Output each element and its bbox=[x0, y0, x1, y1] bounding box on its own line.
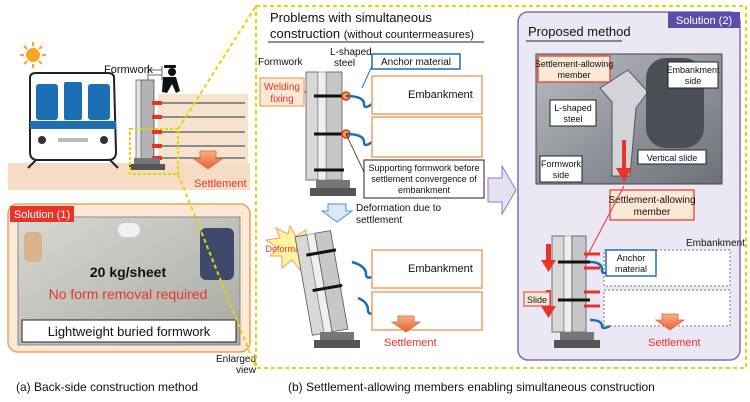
member-callout-line1: Settlement-allowing bbox=[608, 195, 695, 206]
solution1-badge bbox=[10, 206, 74, 222]
welding-label-line1: Welding bbox=[264, 82, 300, 93]
train-icon bbox=[27, 72, 119, 169]
left-scene: Settlement Formwork bbox=[8, 42, 250, 190]
caption-box bbox=[21, 319, 237, 343]
formwork-right bbox=[551, 235, 565, 333]
settlement-label-right: Settlement bbox=[648, 337, 701, 349]
settlement-label-mid: Settlement bbox=[384, 337, 437, 349]
down-arrow-icon bbox=[320, 203, 354, 223]
anchor-label: Anchor material bbox=[381, 57, 451, 68]
embankment-label-right: Embankment bbox=[686, 238, 745, 249]
foundation-lower bbox=[314, 340, 360, 348]
proposed-panel: Solution (2) Proposed method Settlement-… bbox=[517, 11, 745, 361]
embankment-upper bbox=[371, 75, 483, 115]
foundation-upper bbox=[310, 188, 356, 196]
l-steel-label-line2: steel bbox=[334, 58, 355, 69]
solution2-badge-label: Solution (2) bbox=[676, 15, 732, 27]
member-label-box bbox=[537, 55, 611, 83]
proposed-title: Proposed method bbox=[528, 24, 631, 39]
slide-box bbox=[523, 291, 551, 307]
steel-upper bbox=[325, 71, 343, 181]
formwork-side-line2: side bbox=[553, 170, 570, 180]
foundation-base bbox=[129, 164, 165, 170]
buried-formwork-caption: Lightweight buried formwork bbox=[48, 324, 211, 339]
worker-arm bbox=[200, 228, 234, 280]
vertical-slide-label: Vertical slide bbox=[647, 153, 698, 163]
zoom-connectors bbox=[177, 5, 747, 369]
supporting-note-line2: settlement convergence of bbox=[371, 174, 477, 184]
l-steel-shape bbox=[599, 69, 649, 177]
embankment-lower-lower bbox=[371, 291, 483, 331]
enlarged-region bbox=[129, 128, 179, 175]
l-steel-label-line1: L-shaped bbox=[330, 47, 372, 58]
caption-a: (a) Back-side construction method bbox=[16, 380, 198, 394]
deformation-arrow-line1: Deformation due to bbox=[356, 203, 441, 214]
vertical-slide-box bbox=[637, 149, 707, 165]
enlarged-view-line2: view bbox=[236, 365, 257, 376]
solution1-badge-label: Solution (1) bbox=[14, 209, 70, 221]
anchor-right-line1: Anchor bbox=[617, 253, 646, 263]
supporting-note bbox=[363, 159, 485, 199]
problem-panel: Problems with simultaneous construction … bbox=[258, 10, 485, 349]
no-removal-label: No form removal required bbox=[49, 286, 208, 302]
hand-left bbox=[24, 232, 42, 262]
formwork-sheet bbox=[135, 79, 142, 166]
problem-title-line2: construction (without countermeasures) bbox=[270, 26, 474, 41]
solution2-badge bbox=[668, 12, 740, 28]
tilted-wall bbox=[294, 230, 349, 336]
anchor-callout bbox=[371, 53, 461, 70]
anchor-hooks bbox=[345, 94, 373, 147]
anchor-callout-right bbox=[605, 249, 657, 277]
formwork-label: Formwork bbox=[258, 57, 303, 68]
embankment-side-line1: Embankment bbox=[666, 65, 720, 75]
scaffold bbox=[147, 66, 163, 80]
embankment-label-bottom: Embankment bbox=[408, 263, 473, 275]
foundation bbox=[134, 158, 160, 164]
transition-arrow-icon bbox=[487, 164, 517, 216]
member-label-line2: member bbox=[557, 70, 590, 80]
formwork-side-box bbox=[539, 155, 583, 183]
embankment-label-top: Embankment bbox=[408, 89, 473, 101]
sun-icon bbox=[20, 42, 46, 68]
l-steel-right-line2: steel bbox=[563, 114, 582, 124]
wall-column bbox=[139, 79, 155, 166]
steel-right bbox=[571, 235, 587, 333]
settlement-label-left: Settlement bbox=[194, 178, 247, 190]
embankment-lower bbox=[371, 116, 483, 158]
slide-label: Slide bbox=[527, 295, 547, 305]
member-label-line1: Settlement-allowing bbox=[535, 59, 614, 69]
anchor-right-line2: material bbox=[615, 264, 647, 274]
formwork-side-line1: Formwork bbox=[541, 159, 581, 169]
l-steel-right-line1: L-shaped bbox=[554, 103, 592, 113]
foundation-right bbox=[554, 340, 600, 348]
welding-callout bbox=[259, 77, 305, 107]
problem-title-line1: Problems with simultaneous bbox=[270, 10, 432, 25]
supporting-note-line3: embankment bbox=[398, 185, 451, 195]
embankment-lower-upper bbox=[371, 249, 483, 289]
settlement-arrow-right-icon bbox=[654, 313, 686, 331]
supporting-note-line1: Supporting formwork before bbox=[368, 163, 479, 173]
solution1-panel: Solution (1) 20 kg/sheet No form removal… bbox=[7, 203, 251, 353]
weight-label: 20 kg/sheet bbox=[90, 264, 167, 280]
formwork-label-left: Formwork bbox=[104, 64, 153, 76]
caption-b: (b) Settlement-allowing members enabling… bbox=[288, 380, 655, 394]
member-callout bbox=[609, 189, 695, 221]
settlement-arrow-icon bbox=[192, 150, 224, 170]
l-steel-box bbox=[549, 99, 597, 127]
deformation-burst-label: Deformation bbox=[265, 244, 314, 254]
settlement-arrow-mid-icon bbox=[390, 315, 422, 333]
member-callout-line2: member bbox=[634, 207, 671, 218]
embankment-side-line2: side bbox=[685, 76, 702, 86]
deformation-arrow-line2: settlement bbox=[356, 215, 402, 226]
helmet bbox=[118, 223, 140, 237]
anchor-bars bbox=[162, 102, 245, 159]
enlarged-view-line1: Enlarged bbox=[216, 354, 256, 365]
formwork-upper bbox=[305, 71, 319, 181]
worker-icon bbox=[162, 65, 180, 93]
welding-label-line2: fixing bbox=[270, 94, 293, 105]
embankment-side-box bbox=[667, 61, 719, 89]
